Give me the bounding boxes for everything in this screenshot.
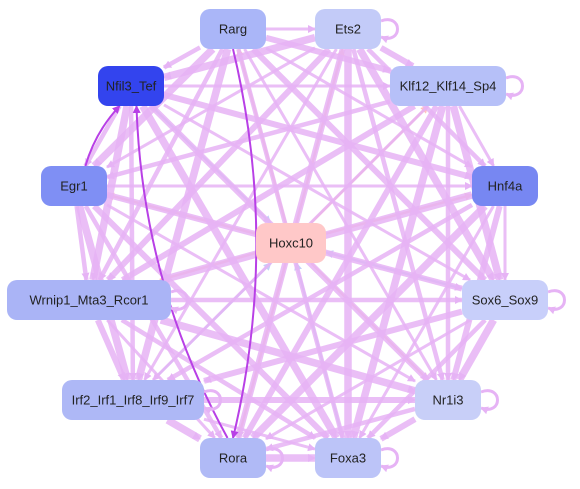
node-nfil3[interactable]: Nfil3_Tef — [98, 66, 164, 106]
node-nr1i3[interactable]: Nr1i3 — [415, 380, 481, 420]
edge-rarg-to-nfil3 — [162, 45, 202, 70]
node-label-nfil3: Nfil3_Tef — [106, 79, 157, 94]
self-loop-klf — [505, 75, 524, 101]
node-sox6[interactable]: Sox6_Sox9 — [462, 280, 548, 320]
node-label-rora: Rora — [219, 451, 248, 466]
edge-ets2-to-klf — [379, 45, 415, 69]
edge-egr1-to-nr1i3 — [106, 203, 416, 383]
node-box-nr1i3 — [415, 380, 481, 420]
self-loop-foxa3 — [380, 447, 399, 473]
self-loop-nr1i3 — [480, 389, 499, 415]
node-box-sox6 — [462, 280, 548, 320]
edge-egr1-to-nfil3 — [84, 105, 121, 167]
node-irf[interactable]: Irf2_Irf1_Irf8_Irf9_Irf7 — [62, 380, 204, 420]
node-box-foxa3 — [315, 438, 381, 478]
node-box-nfil3 — [98, 66, 164, 106]
node-label-foxa3: Foxa3 — [330, 451, 366, 466]
self-loop-ets2 — [380, 18, 399, 44]
node-rarg[interactable]: Rarg — [200, 9, 266, 49]
self-loop-wrnip1 — [170, 289, 189, 315]
edge-nr1i3-to-foxa3 — [379, 416, 417, 442]
self-loop-sox6 — [547, 289, 566, 315]
node-ets2[interactable]: Ets2 — [315, 9, 381, 49]
node-foxa3[interactable]: Foxa3 — [315, 438, 381, 478]
node-box-hoxc10 — [256, 223, 326, 263]
node-box-hnf4a — [472, 166, 538, 206]
node-rora[interactable]: Rora — [200, 438, 266, 478]
node-label-hoxc10: Hoxc10 — [269, 236, 313, 251]
node-box-ets2 — [315, 9, 381, 49]
edge-nfil3-to-hnf4a — [163, 91, 473, 181]
self-loop-irf — [203, 389, 222, 415]
node-label-hnf4a: Hnf4a — [488, 179, 523, 194]
node-hoxc10[interactable]: Hoxc10 — [256, 223, 326, 263]
node-label-egr1: Egr1 — [60, 179, 87, 194]
edge-egr1-to-wrnip1 — [74, 205, 90, 281]
node-box-rarg — [200, 9, 266, 49]
node-box-irf — [62, 380, 204, 420]
node-label-wrnip1: Wrnip1_Mta3_Rcor1 — [30, 293, 149, 308]
self-loop-rora — [265, 447, 284, 473]
edge-klf-to-rora — [241, 104, 440, 440]
edge-nfil3-to-sox6 — [163, 103, 471, 282]
node-wrnip1[interactable]: Wrnip1_Mta3_Rcor1 — [7, 280, 171, 320]
node-hnf4a[interactable]: Hnf4a — [472, 166, 538, 206]
node-klf[interactable]: Klf12_Klf14_Sp4 — [390, 66, 506, 106]
edge-sox6-to-rora — [265, 318, 472, 441]
node-egr1[interactable]: Egr1 — [41, 166, 107, 206]
edge-klf-to-wrnip1 — [121, 103, 416, 283]
self-loops-layer — [170, 18, 566, 473]
edge-irf-to-foxa3 — [203, 417, 316, 452]
node-box-rora — [200, 438, 266, 478]
node-label-ets2: Ets2 — [335, 22, 361, 37]
edge-hnf4a-to-irf — [166, 203, 474, 382]
edge-wrnip1-to-irf — [95, 318, 127, 382]
edge-klf-to-egr1 — [106, 99, 391, 180]
edge-nfil3-to-egr1 — [83, 104, 122, 168]
node-label-sox6: Sox6_Sox9 — [472, 293, 539, 308]
node-box-klf — [390, 66, 506, 106]
edge-ets2-to-nfil3 — [163, 34, 316, 81]
node-label-klf: Klf12_Klf14_Sp4 — [400, 79, 497, 94]
edge-irf-to-rora — [165, 416, 202, 443]
node-label-nr1i3: Nr1i3 — [432, 393, 463, 408]
node-label-rarg: Rarg — [219, 22, 247, 37]
node-box-wrnip1 — [7, 280, 171, 320]
edge-rora-to-nfil3 — [132, 105, 229, 439]
edge-sox6-to-nr1i3 — [456, 318, 497, 382]
edge-nr1i3-to-rora — [265, 406, 416, 452]
node-label-irf: Irf2_Irf1_Irf8_Irf9_Irf7 — [72, 393, 195, 408]
node-box-egr1 — [41, 166, 107, 206]
edge-klf-to-hnf4a — [458, 105, 495, 167]
